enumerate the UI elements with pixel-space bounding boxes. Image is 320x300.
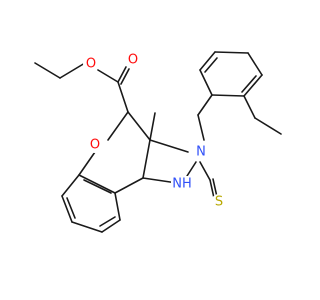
atom-label-s: S xyxy=(215,195,223,210)
bond xyxy=(101,219,121,233)
bond xyxy=(66,197,76,219)
bonds-group xyxy=(34,51,282,233)
bond xyxy=(241,75,257,93)
bond xyxy=(120,68,130,85)
bond xyxy=(204,57,218,73)
bond xyxy=(142,139,151,179)
bond xyxy=(114,177,144,194)
bond xyxy=(243,74,263,97)
bond xyxy=(243,95,256,119)
bond xyxy=(197,114,205,141)
bond xyxy=(199,161,211,181)
atom-label-o2: O xyxy=(128,53,138,68)
bond xyxy=(99,216,116,227)
bond xyxy=(34,62,61,79)
atom-label-nh: NH xyxy=(172,177,192,192)
bond xyxy=(61,174,80,197)
bond xyxy=(149,112,156,141)
bond xyxy=(212,178,218,198)
bond xyxy=(78,174,116,194)
atom-label-n: N xyxy=(196,145,206,160)
bond xyxy=(211,94,245,97)
bond xyxy=(59,62,86,79)
bond xyxy=(114,192,121,221)
bond xyxy=(186,161,197,177)
bond xyxy=(107,111,129,141)
bond xyxy=(117,66,127,83)
bond xyxy=(197,94,213,116)
atom-oxygen-ester: O xyxy=(83,56,99,72)
bond xyxy=(61,195,73,223)
bond xyxy=(254,117,282,135)
molecule-structure: O O O N NH S xyxy=(34,51,282,233)
atom-labels-group: O O O N NH S xyxy=(83,52,227,210)
bond xyxy=(199,69,213,96)
atom-label-o1: O xyxy=(86,57,96,72)
bond xyxy=(71,221,103,233)
atom-label-o3: O xyxy=(90,138,100,153)
bond xyxy=(78,151,96,176)
bond xyxy=(149,139,189,153)
structure-canvas: O O O N NH S xyxy=(34,51,282,233)
bond xyxy=(209,179,215,199)
bond xyxy=(214,51,249,54)
atom-nitrogen: N xyxy=(193,144,209,160)
bond xyxy=(83,179,112,194)
bond xyxy=(117,81,129,113)
atom-sulfur: S xyxy=(211,194,227,210)
bond xyxy=(199,51,216,71)
bond xyxy=(97,69,119,83)
atom-amine-nh: NH xyxy=(171,176,193,192)
atom-oxygen-ring: O xyxy=(87,137,103,153)
bond xyxy=(247,52,263,76)
atom-oxygen-carbonyl: O xyxy=(125,52,141,68)
bond xyxy=(127,111,151,141)
